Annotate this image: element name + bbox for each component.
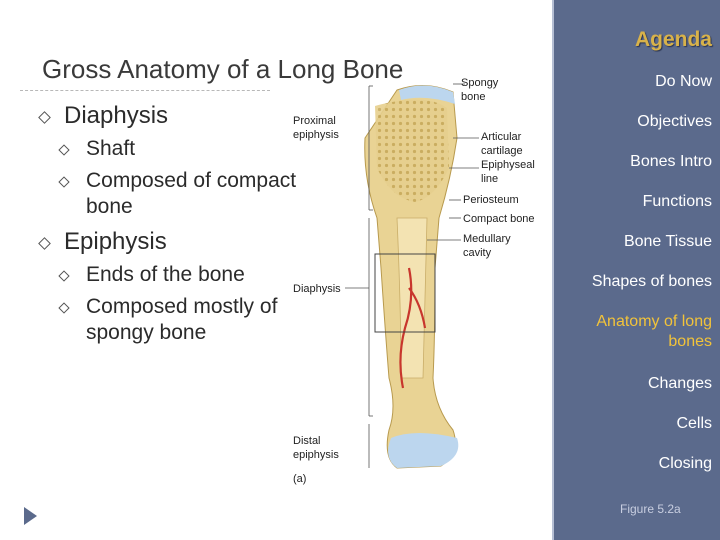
- agenda-item-anatomy-of-long-bones[interactable]: Anatomy of long bones: [596, 313, 712, 350]
- title-divider: [20, 90, 270, 91]
- agenda-item-do-now[interactable]: Do Now: [655, 73, 712, 90]
- label-compact-bone: Compact bone: [463, 213, 535, 225]
- agenda-item-functions[interactable]: Functions: [642, 193, 712, 210]
- bullet-list: Diaphysis Shaft Composed of compact bone…: [40, 100, 340, 352]
- agenda-item-changes[interactable]: Changes: [647, 375, 712, 392]
- label-periosteum: Periosteum: [463, 194, 519, 206]
- agenda-item-objectives[interactable]: Objectives: [637, 113, 712, 130]
- label-articular-cartilage-line2: cartilage: [481, 145, 523, 157]
- distal-cartilage: [388, 433, 459, 468]
- label-epiphyseal-line: Epiphyseal: [481, 159, 535, 171]
- label-medullary-cavity-line2: cavity: [463, 247, 492, 259]
- nutrient-artery: [399, 267, 427, 389]
- spongy-bone-region: [375, 99, 449, 202]
- agenda-item-cells[interactable]: Cells: [676, 415, 712, 432]
- label-diaphysis: Diaphysis: [293, 283, 341, 295]
- agenda-item-shapes-of-bones[interactable]: Shapes of bones: [591, 273, 712, 290]
- label-spongy-bone-line2: bone: [461, 91, 485, 103]
- label-spongy-bone: Spongy: [461, 78, 499, 89]
- sub-bullet-compact-bone: Composed of compact bone: [40, 168, 340, 220]
- label-epiphyseal-line-line2: line: [481, 173, 498, 185]
- inset-box: [374, 253, 436, 333]
- slide-title: Gross Anatomy of a Long Bone: [42, 54, 404, 84]
- bullet-epiphysis: Epiphysis: [40, 226, 340, 258]
- sub-bullet-shaft: Shaft: [40, 136, 340, 162]
- agenda-item-closing[interactable]: Closing: [658, 455, 712, 472]
- sub-bullet-ends: Ends of the bone: [40, 262, 340, 288]
- agenda-title: Agenda: [634, 28, 712, 51]
- articular-cartilage: [399, 85, 455, 104]
- label-distal-epiphysis-line2: epiphysis: [293, 449, 339, 461]
- agenda-sidebar: Agenda Do Now Objectives Bones Intro Fun…: [552, 0, 720, 540]
- sub-bullet-spongy-bone: Composed mostly of spongy bone: [40, 294, 340, 346]
- label-distal-epiphysis: Distal: [293, 435, 321, 447]
- agenda-item-bone-tissue[interactable]: Bone Tissue: [623, 233, 712, 250]
- long-bone-figure: Spongy bone Proximal epiphysis Articular…: [293, 78, 535, 485]
- next-slide-arrow-icon[interactable]: [24, 507, 37, 525]
- label-articular-cartilage: Articular: [481, 131, 522, 143]
- label-proximal-epiphysis: Proximal: [293, 115, 336, 127]
- label-proximal-epiphysis-line2: epiphysis: [293, 129, 339, 141]
- bullet-diaphysis: Diaphysis: [40, 100, 340, 132]
- figure-reference: Figure 5.2a: [620, 502, 681, 516]
- agenda-item-bones-intro[interactable]: Bones Intro: [630, 153, 712, 170]
- label-medullary-cavity: Medullary: [463, 233, 511, 245]
- label-panel-a: (a): [293, 473, 306, 485]
